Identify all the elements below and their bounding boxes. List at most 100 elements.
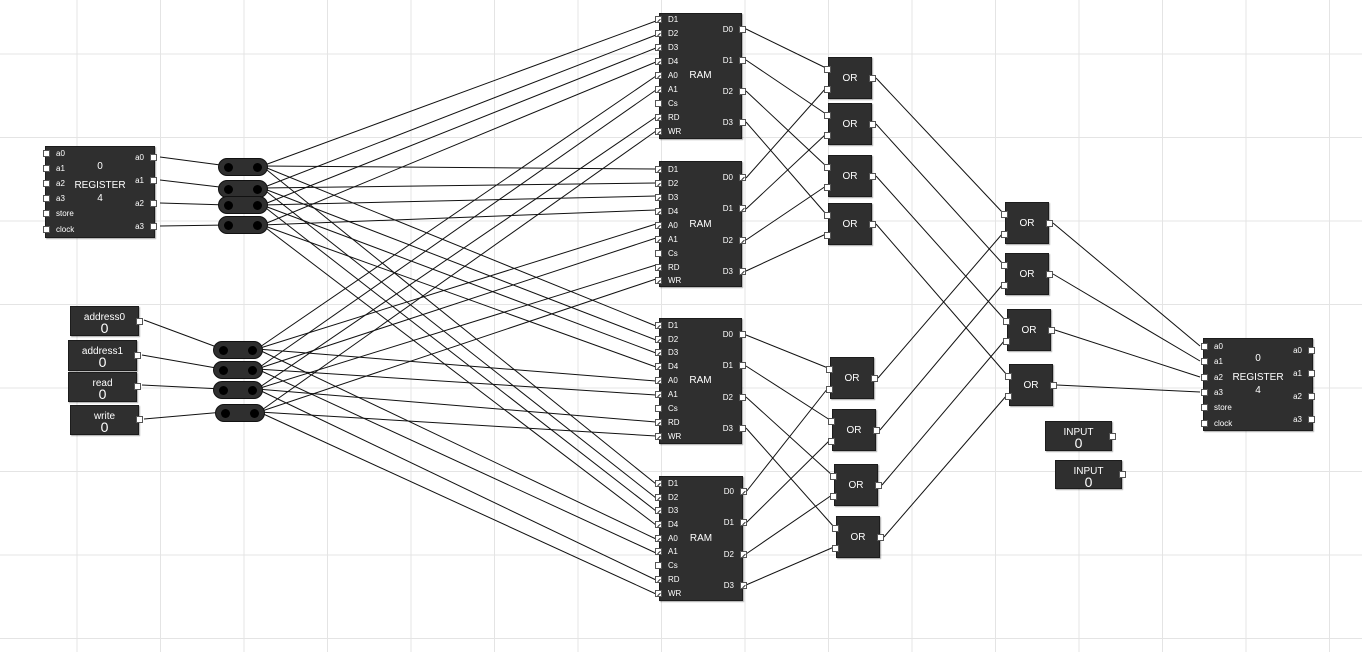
register-in-pin-a2[interactable]: a2	[43, 179, 65, 189]
ram-pin-wr[interactable]: WR	[655, 127, 681, 137]
ram-out-d2[interactable]: D2	[723, 393, 746, 403]
or-gate-4[interactable]: OR	[824, 203, 876, 245]
register-out-pin-a3[interactable]: a3	[1293, 415, 1315, 425]
or-gate-12[interactable]: OR	[1005, 364, 1057, 406]
ram-block-1[interactable]: RAM D1 D2 D3 D4 A0 A1 Cs RD WR D0 D1 D2 …	[655, 13, 746, 139]
register-out-pin-a2[interactable]: a2	[135, 199, 157, 209]
ram-pin-wr[interactable]: WR	[655, 276, 681, 286]
ram-pin-rd[interactable]: RD	[655, 263, 680, 273]
splitter-a0[interactable]	[218, 158, 268, 176]
or-gate-2[interactable]: OR	[824, 103, 876, 145]
ram-pin-rd[interactable]: RD	[655, 113, 680, 123]
output-pin[interactable]	[136, 416, 143, 423]
or-gate-5[interactable]: OR	[826, 357, 878, 399]
or-gate-10[interactable]: OR	[1001, 253, 1053, 295]
output-pin[interactable]	[136, 318, 143, 325]
ram-out-d0[interactable]: D0	[723, 173, 746, 183]
ram-out-d3[interactable]: D3	[723, 424, 746, 434]
ram-out-d3[interactable]: D3	[723, 118, 746, 128]
splitter-address0[interactable]	[213, 341, 263, 359]
ram-pin-wr[interactable]: WR	[655, 432, 681, 442]
ram-out-d1[interactable]: D1	[723, 361, 746, 371]
ram-pin-d2[interactable]: D2	[655, 179, 678, 189]
ram-pin-a0[interactable]: A0	[655, 376, 678, 386]
ram-pin-wr[interactable]: WR	[655, 589, 681, 599]
ram-out-d1[interactable]: D1	[724, 518, 747, 528]
splitter-address1[interactable]	[213, 361, 263, 379]
splitter-a2[interactable]	[218, 196, 268, 214]
ram-pin-d3[interactable]: D3	[655, 43, 678, 53]
ram-block-2[interactable]: RAM D1 D2 D3 D4 A0 A1 Cs RD WR D0 D1 D2 …	[655, 161, 746, 287]
ram-pin-a1[interactable]: A1	[655, 390, 678, 400]
ram-pin-d3[interactable]: D3	[655, 506, 678, 516]
register-in-pin-store[interactable]: store	[43, 209, 74, 219]
input-write[interactable]: write 0	[70, 405, 143, 435]
register-in-pin-clock[interactable]: clock	[1201, 419, 1232, 429]
register-in-pin-a3[interactable]: a3	[43, 194, 65, 204]
ram-pin-d2[interactable]: D2	[655, 493, 678, 503]
ram-out-d2[interactable]: D2	[723, 87, 746, 97]
ram-pin-d4[interactable]: D4	[655, 57, 678, 67]
ram-out-d2[interactable]: D2	[723, 236, 746, 246]
ram-pin-a1[interactable]: A1	[655, 235, 678, 245]
ram-pin-a0[interactable]: A0	[655, 71, 678, 81]
ram-out-d2[interactable]: D2	[724, 550, 747, 560]
register-out[interactable]: 0 REGISTER 4 a0 a1 a2 a3 store clock a0 …	[1201, 338, 1315, 431]
register-in[interactable]: 0 REGISTER 4 a0 a1 a2 a3 store clock a0 …	[43, 146, 157, 238]
ram-pin-d1[interactable]: D1	[655, 321, 678, 331]
output-pin[interactable]	[134, 352, 141, 359]
ram-pin-d1[interactable]: D1	[655, 479, 678, 489]
or-gate-6[interactable]: OR	[828, 409, 880, 451]
input-address0[interactable]: address0 0	[70, 306, 143, 336]
input-read[interactable]: read 0	[68, 372, 141, 402]
register-out-pin-a0[interactable]: a0	[1293, 346, 1315, 356]
ram-pin-cs[interactable]: Cs	[655, 561, 678, 571]
ram-pin-cs[interactable]: Cs	[655, 249, 678, 259]
ram-block-3[interactable]: RAM D1 D2 D3 D4 A0 A1 Cs RD WR D0 D1 D2 …	[655, 318, 746, 444]
register-out-pin-a1[interactable]: a1	[1293, 369, 1315, 379]
or-gate-11[interactable]: OR	[1003, 309, 1055, 351]
or-gate-7[interactable]: OR	[830, 464, 882, 506]
ram-out-d0[interactable]: D0	[723, 25, 746, 35]
ram-out-d3[interactable]: D3	[724, 581, 747, 591]
register-in-pin-a1[interactable]: a1	[43, 164, 65, 174]
ram-pin-cs[interactable]: Cs	[655, 99, 678, 109]
ram-pin-d1[interactable]: D1	[655, 15, 678, 25]
input-switch-a[interactable]: INPUT 0	[1045, 421, 1116, 451]
ram-pin-a0[interactable]: A0	[655, 534, 678, 544]
register-out-pin-a0[interactable]: a0	[135, 153, 157, 163]
register-in-pin-store[interactable]: store	[1201, 403, 1232, 413]
output-pin[interactable]	[1109, 433, 1116, 440]
ram-pin-d4[interactable]: D4	[655, 362, 678, 372]
ram-pin-d4[interactable]: D4	[655, 207, 678, 217]
or-gate-1[interactable]: OR	[824, 57, 876, 99]
ram-pin-d1[interactable]: D1	[655, 165, 678, 175]
register-out-pin-a1[interactable]: a1	[135, 176, 157, 186]
or-gate-8[interactable]: OR	[832, 516, 884, 558]
register-out-pin-a2[interactable]: a2	[1293, 392, 1315, 402]
ram-out-d1[interactable]: D1	[723, 56, 746, 66]
register-in-pin-a1[interactable]: a1	[1201, 357, 1223, 367]
ram-pin-d2[interactable]: D2	[655, 335, 678, 345]
ram-pin-d3[interactable]: D3	[655, 348, 678, 358]
ram-pin-rd[interactable]: RD	[655, 418, 680, 428]
splitter-write[interactable]	[215, 404, 265, 422]
splitter-a3[interactable]	[218, 216, 268, 234]
splitter-a1[interactable]	[218, 180, 268, 198]
register-in-pin-a2[interactable]: a2	[1201, 373, 1223, 383]
ram-pin-d2[interactable]: D2	[655, 29, 678, 39]
or-gate-9[interactable]: OR	[1001, 202, 1053, 244]
ram-out-d3[interactable]: D3	[723, 267, 746, 277]
ram-pin-rd[interactable]: RD	[655, 575, 680, 585]
register-in-pin-clock[interactable]: clock	[43, 225, 74, 235]
ram-pin-d4[interactable]: D4	[655, 520, 678, 530]
ram-pin-a1[interactable]: A1	[655, 85, 678, 95]
ram-pin-d3[interactable]: D3	[655, 193, 678, 203]
ram-out-d0[interactable]: D0	[724, 487, 747, 497]
ram-out-d0[interactable]: D0	[723, 330, 746, 340]
or-gate-3[interactable]: OR	[824, 155, 876, 197]
ram-block-4[interactable]: RAM D1 D2 D3 D4 A0 A1 Cs RD WR D0 D1 D2 …	[655, 476, 747, 601]
ram-pin-a0[interactable]: A0	[655, 221, 678, 231]
input-switch-b[interactable]: INPUT 0	[1055, 460, 1126, 489]
splitter-read[interactable]	[213, 381, 263, 399]
